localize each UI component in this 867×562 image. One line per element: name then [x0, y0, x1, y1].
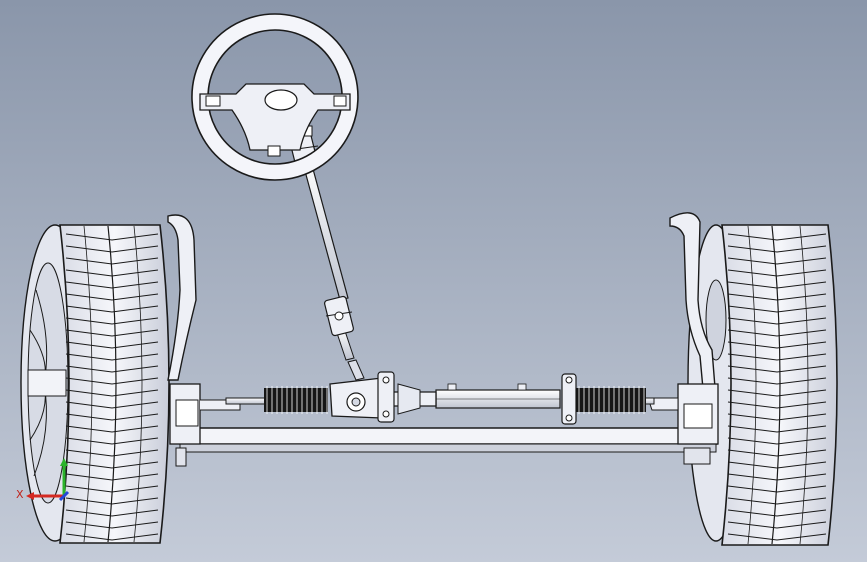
axis-triad — [26, 458, 70, 502]
wheel-left[interactable] — [20, 224, 170, 544]
fender-bracket-left — [167, 214, 197, 381]
steering-wheel[interactable] — [191, 13, 359, 181]
z-axis-arrow — [58, 490, 70, 502]
universal-joint-lower — [324, 295, 354, 337]
x-axis-label: X — [16, 488, 24, 501]
front-axle-beam — [169, 383, 719, 467]
steering-rack[interactable] — [225, 371, 655, 425]
rack-boot-left — [264, 386, 328, 414]
rack-boot-right — [576, 386, 646, 414]
